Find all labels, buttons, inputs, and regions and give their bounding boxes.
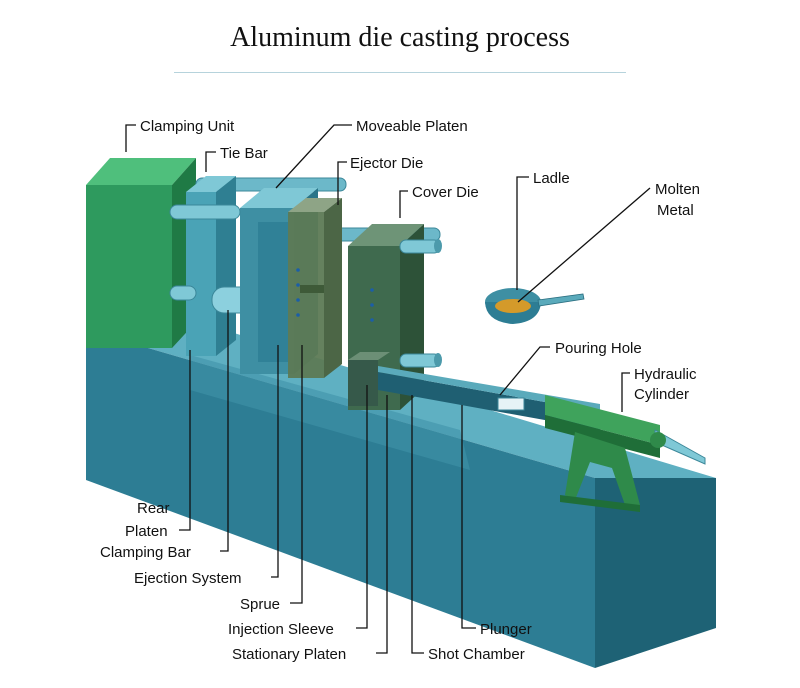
- ladle: [485, 288, 585, 324]
- label-moveable-platen: Moveable Platen: [356, 118, 468, 135]
- label-tie-bar: Tie Bar: [220, 145, 268, 162]
- pouring-hole: [497, 397, 525, 411]
- hydraulic-cylinder: [545, 395, 706, 512]
- label-plunger: Plunger: [480, 621, 532, 638]
- clamping-unit: [86, 158, 196, 348]
- stationary-platen: [348, 352, 390, 406]
- base-front: [86, 330, 595, 668]
- label-injection-sleeve: Injection Sleeve: [228, 621, 334, 638]
- tie-bars-front: [169, 204, 442, 368]
- ejector-die: [288, 198, 342, 378]
- title-divider: [174, 72, 626, 73]
- tie-bar: [169, 204, 241, 220]
- label-stationary-platen: Stationary Platen: [232, 646, 346, 663]
- label-rear-platen-1: Rear: [137, 500, 170, 517]
- base-shade: [190, 355, 470, 470]
- labels: Clamping Unit Tie Bar Moveable Platen Ej…: [100, 118, 700, 663]
- label-clamping-unit: Clamping Unit: [140, 118, 235, 135]
- shot-chamber: [378, 366, 600, 430]
- label-ejection-system: Ejection System: [134, 570, 242, 587]
- label-ejector-die: Ejector Die: [350, 155, 423, 172]
- tie-bar: [169, 285, 197, 301]
- label-rear-platen-2: Platen: [125, 523, 168, 540]
- label-shot-chamber: Shot Chamber: [428, 646, 525, 663]
- base-side: [595, 478, 716, 668]
- label-hydraulic-cylinder-1: Hydraulic: [634, 366, 697, 383]
- label-clamping-bar: Clamping Bar: [100, 544, 191, 561]
- tie-bar: [399, 353, 441, 368]
- label-ladle: Ladle: [533, 170, 570, 187]
- page-title: Aluminum die casting process: [230, 22, 570, 53]
- label-pouring-hole: Pouring Hole: [555, 340, 642, 357]
- leader-lines: [125, 124, 651, 654]
- label-molten-metal-1: Molten: [655, 181, 700, 198]
- ladle-handle: [537, 293, 585, 307]
- label-sprue: Sprue: [240, 596, 280, 613]
- label-hydraulic-cylinder-2: Cylinder: [634, 386, 689, 403]
- label-molten-metal-2: Metal: [657, 202, 694, 219]
- label-cover-die: Cover Die: [412, 184, 479, 201]
- molten-metal: [495, 299, 531, 313]
- tie-bar: [399, 239, 441, 254]
